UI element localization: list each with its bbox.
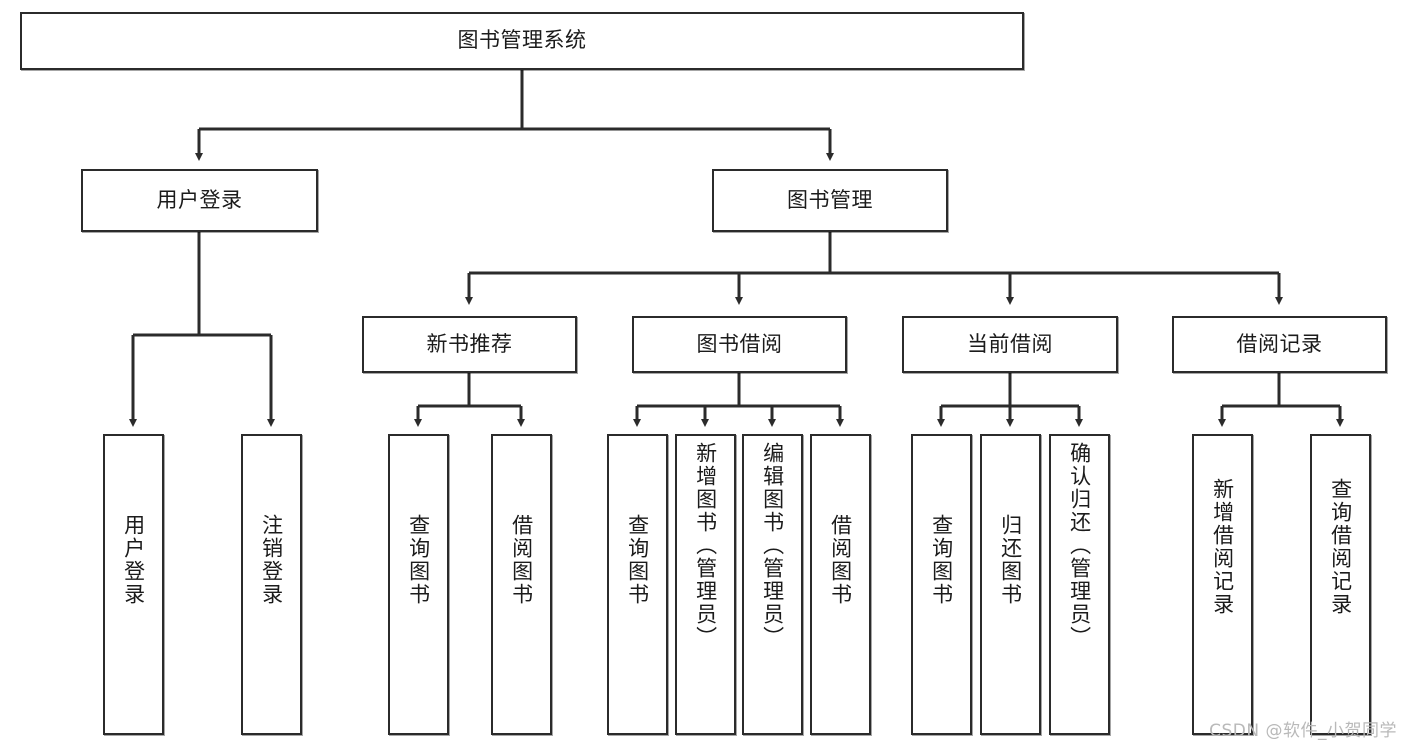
node-leaf-query-book-1[interactable]: 查询图书 (388, 434, 449, 735)
node-leaf-query-book-3[interactable]: 查询图书 (911, 434, 972, 735)
node-leaf-query-book-3-label: 查询图书 (929, 514, 954, 606)
node-leaf-edit-book[interactable]: 编辑图书（管理员） (742, 434, 803, 735)
node-book-manage[interactable]: 图书管理 (712, 169, 948, 232)
node-new-book-recommend-label: 新书推荐 (426, 331, 513, 356)
node-leaf-borrow-book-1-label: 借阅图书 (509, 514, 534, 606)
node-leaf-borrow-book-2-label: 借阅图书 (828, 514, 853, 606)
node-leaf-add-record[interactable]: 新增借阅记录 (1192, 434, 1253, 735)
node-leaf-user-login-label: 用户登录 (121, 514, 146, 606)
node-user-login-label: 用户登录 (156, 187, 243, 212)
node-leaf-borrow-book-2[interactable]: 借阅图书 (810, 434, 871, 735)
node-leaf-user-logout[interactable]: 注销登录 (241, 434, 302, 735)
node-leaf-user-logout-label: 注销登录 (259, 514, 284, 606)
node-borrow-record[interactable]: 借阅记录 (1172, 316, 1387, 373)
node-leaf-return-book[interactable]: 归还图书 (980, 434, 1041, 735)
node-leaf-user-login[interactable]: 用户登录 (103, 434, 164, 735)
node-leaf-query-book-1-label: 查询图书 (406, 514, 431, 606)
node-book-manage-label: 图书管理 (787, 187, 873, 212)
node-leaf-query-book-2-label: 查询图书 (625, 514, 650, 606)
node-book-borrow-label: 图书借阅 (696, 331, 783, 356)
node-new-book-recommend[interactable]: 新书推荐 (362, 316, 577, 373)
node-leaf-borrow-book-1[interactable]: 借阅图书 (491, 434, 552, 735)
node-leaf-add-record-label: 新增借阅记录 (1210, 478, 1235, 616)
node-leaf-query-record-label: 查询借阅记录 (1328, 478, 1353, 616)
node-current-borrow[interactable]: 当前借阅 (902, 316, 1118, 373)
node-root-system[interactable]: 图书管理系统 (20, 12, 1024, 70)
node-leaf-query-book-2[interactable]: 查询图书 (607, 434, 668, 735)
node-borrow-record-label: 借阅记录 (1236, 331, 1323, 356)
node-current-borrow-label: 当前借阅 (967, 331, 1053, 356)
node-root-system-label: 图书管理系统 (457, 28, 587, 53)
node-leaf-return-book-label: 归还图书 (998, 514, 1023, 606)
node-leaf-confirm-return-label: 确认归还（管理员） (1067, 442, 1092, 649)
node-leaf-edit-book-label: 编辑图书（管理员） (760, 442, 785, 649)
node-user-login[interactable]: 用户登录 (81, 169, 318, 232)
node-book-borrow[interactable]: 图书借阅 (632, 316, 847, 373)
node-leaf-add-book-label: 新增图书（管理员） (693, 442, 718, 649)
node-leaf-confirm-return[interactable]: 确认归还（管理员） (1049, 434, 1110, 735)
node-leaf-query-record[interactable]: 查询借阅记录 (1310, 434, 1371, 735)
node-leaf-add-book[interactable]: 新增图书（管理员） (675, 434, 736, 735)
